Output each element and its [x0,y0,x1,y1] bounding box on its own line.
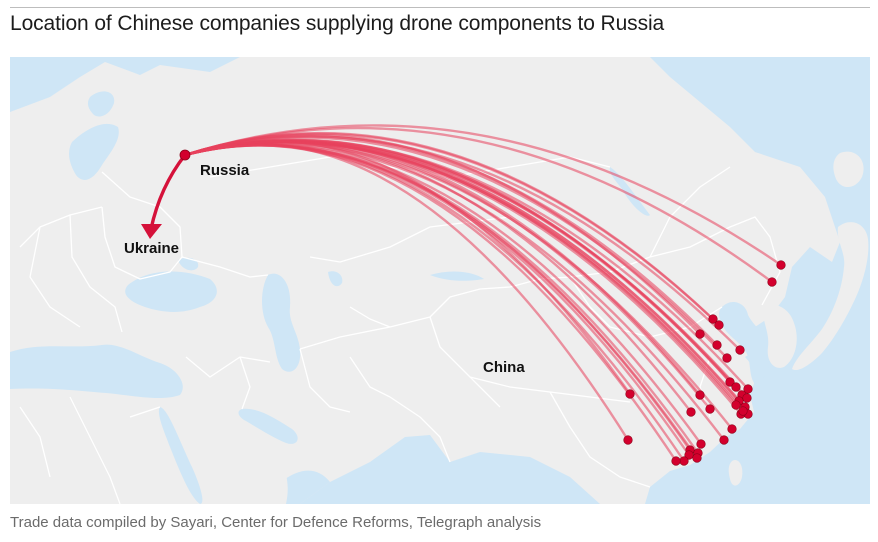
company-location-marker [725,377,735,387]
company-markers [623,260,786,466]
china-label: China [483,359,525,376]
company-location-marker [731,382,741,392]
hokkaido [833,151,864,188]
russia-ukraine-arrow-line [149,153,187,231]
yellow-sea [719,301,771,384]
red-sea [158,407,203,504]
company-location-marker [623,435,633,445]
company-location-marker [705,404,715,414]
ukraine-label: Ukraine [124,240,179,257]
persian-gulf [238,408,298,444]
taiwan [728,459,743,486]
company-location-marker [695,390,705,400]
map-svg: Russia Ukraine China [10,57,870,504]
lake-balkhash [430,271,484,281]
company-location-marker [692,453,702,463]
aral-sea [328,271,343,287]
company-location-marker [712,340,722,350]
company-location-marker [722,353,732,363]
company-location-marker [738,406,748,416]
company-location-marker [742,393,752,403]
company-location-marker [731,400,741,410]
company-location-marker [714,320,724,330]
source-note: Trade data compiled by Sayari, Center fo… [10,514,542,531]
company-location-marker [671,456,681,466]
russia-ukraine-arrowhead [141,224,162,239]
company-location-marker [719,435,729,445]
company-location-marker [767,277,777,287]
supply-route-line [184,144,678,462]
bay-of-bengal [480,466,570,504]
company-location-marker [625,389,635,399]
company-location-marker [727,424,737,434]
sea-of-azov [178,257,199,271]
russia-label: Russia [200,162,250,179]
black-sea [125,271,217,312]
company-location-marker [684,450,694,460]
company-location-marker [735,345,745,355]
company-location-marker [776,260,786,270]
korea-peninsula [762,303,797,368]
baltic-sea [69,123,119,180]
company-location-marker [679,456,689,466]
map-panel: Russia Ukraine China [10,57,870,504]
mediterranean-sea [10,344,183,399]
company-location-marker [743,384,753,394]
caspian-sea [262,273,301,372]
gulf-of-bothnia [87,91,115,117]
company-location-marker [695,329,705,339]
lake-baikal [609,167,650,216]
company-location-marker [708,314,718,324]
top-rule [10,7,870,8]
supply-routes [184,124,782,462]
japan-islands [792,222,869,371]
company-location-marker [696,439,706,449]
page-title: Location of Chinese companies supplying … [10,12,665,35]
company-location-marker [686,407,696,417]
arabian-peninsula [186,407,288,504]
russia-hub-marker [179,149,191,161]
